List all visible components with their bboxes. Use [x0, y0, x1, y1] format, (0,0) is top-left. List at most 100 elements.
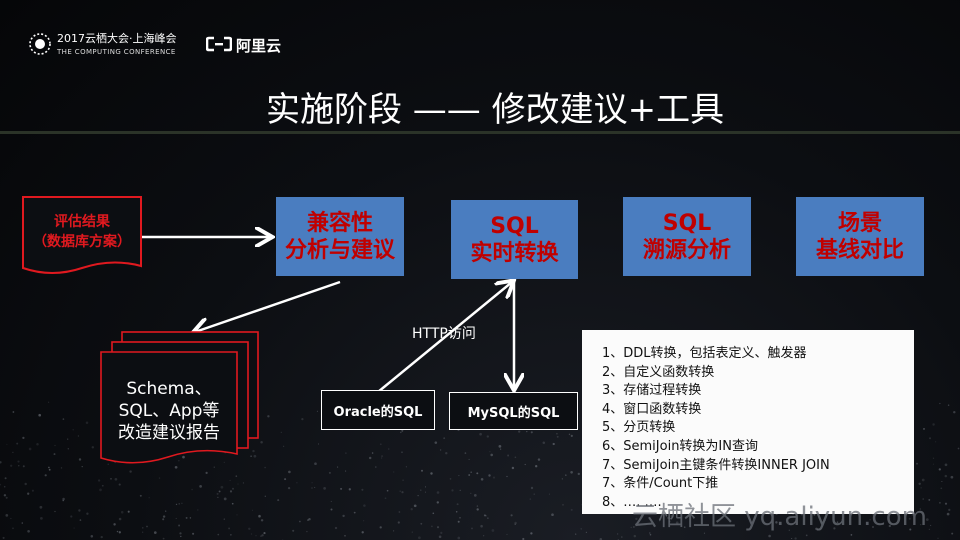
background-dot: [91, 446, 95, 449]
background-dot: [491, 529, 495, 532]
background-dot: [635, 517, 638, 521]
background-dot: [438, 535, 442, 539]
background-dot: [836, 521, 839, 524]
background-dot: [940, 487, 943, 490]
background-dot: [932, 423, 935, 426]
feature-item: 4、窗口函数转换: [602, 401, 702, 417]
background-dot: [485, 515, 487, 517]
background-dot: [330, 508, 333, 511]
background-dot: [548, 493, 550, 495]
stage-compat-line-2: 分析与建议: [284, 237, 395, 263]
background-dot: [670, 515, 673, 517]
background-dot: [934, 441, 937, 443]
background-dot: [530, 486, 534, 490]
background-dot: [683, 526, 686, 529]
background-dot: [436, 526, 440, 529]
background-dot: [430, 472, 433, 475]
background-dot: [97, 479, 101, 482]
background-dot: [537, 458, 541, 461]
background-dot: [585, 531, 588, 534]
background-dot: [22, 465, 25, 468]
title-divider: [0, 131, 960, 134]
background-dot: [277, 499, 280, 502]
background-dot: [944, 502, 948, 505]
background-dot: [939, 402, 941, 405]
background-dot: [62, 499, 64, 502]
background-dot: [570, 434, 573, 438]
background-dot: [139, 494, 142, 497]
background-dot: [314, 486, 316, 488]
background-dot: [237, 483, 239, 485]
background-dot: [530, 431, 533, 434]
background-dot: [556, 432, 558, 435]
stage-trace-line-2: 溯源分析: [642, 237, 731, 263]
background-dot: [552, 442, 555, 446]
background-dot: [575, 533, 577, 535]
background-dot: [27, 492, 30, 495]
background-dot: [470, 492, 472, 494]
background-dot: [476, 472, 479, 475]
background-dot: [250, 455, 252, 457]
background-dot: [178, 524, 181, 527]
background-dot: [67, 448, 69, 450]
background-dot: [330, 500, 332, 502]
background-dot: [72, 429, 74, 431]
background-dot: [932, 457, 935, 459]
background-dot: [40, 517, 43, 520]
background-dot: [344, 534, 346, 537]
background-dot: [620, 536, 623, 538]
background-dot: [669, 520, 671, 523]
background-dot: [824, 519, 826, 522]
background-dot: [5, 496, 8, 499]
background-dot: [468, 474, 471, 476]
background-dot: [948, 508, 951, 512]
background-dot: [556, 435, 559, 438]
background-dot: [101, 484, 104, 487]
eval-line-2: （数据库方案）: [33, 234, 131, 250]
background-dot: [930, 524, 932, 526]
background-dot: [480, 524, 483, 528]
background-dot: [908, 517, 911, 520]
background-dot: [280, 431, 282, 434]
background-dot: [937, 537, 939, 540]
background-dot: [77, 435, 80, 437]
background-dot: [191, 488, 193, 491]
background-dot: [288, 470, 291, 474]
background-dot: [78, 509, 81, 512]
background-dot: [371, 452, 374, 454]
background-dot: [248, 527, 251, 531]
background-dot: [308, 517, 311, 521]
background-dot: [918, 482, 921, 486]
background-dot: [489, 451, 491, 453]
background-dot: [511, 466, 515, 470]
background-dot: [148, 497, 150, 499]
background-dot: [292, 529, 295, 532]
stage-sql-trace: SQL 溯源分析: [623, 197, 751, 276]
background-dot: [451, 489, 454, 492]
background-dot: [213, 466, 215, 468]
background-dot: [363, 504, 366, 507]
background-dot: [220, 485, 224, 489]
background-dot: [4, 477, 7, 480]
feature-item: 7、SemiJoin主键条件转换INNER JOIN: [602, 457, 830, 473]
background-dot: [397, 521, 400, 524]
background-dot: [928, 437, 932, 440]
background-dot: [455, 511, 458, 513]
background-dot: [471, 527, 473, 530]
background-dot: [507, 454, 510, 457]
background-dot: [947, 404, 950, 406]
background-dot: [142, 527, 144, 529]
background-dot: [261, 534, 264, 537]
background-dot: [909, 528, 912, 531]
background-dot: [794, 537, 797, 540]
background-dot: [255, 535, 257, 537]
stage-baseline-line-1: 场景: [837, 210, 882, 236]
background-dot: [440, 531, 443, 534]
background-dot: [73, 527, 75, 529]
background-dot: [47, 401, 50, 403]
background-dot: [361, 531, 364, 534]
background-dot: [500, 448, 502, 450]
background-dot: [38, 413, 42, 417]
background-dot: [923, 427, 925, 430]
